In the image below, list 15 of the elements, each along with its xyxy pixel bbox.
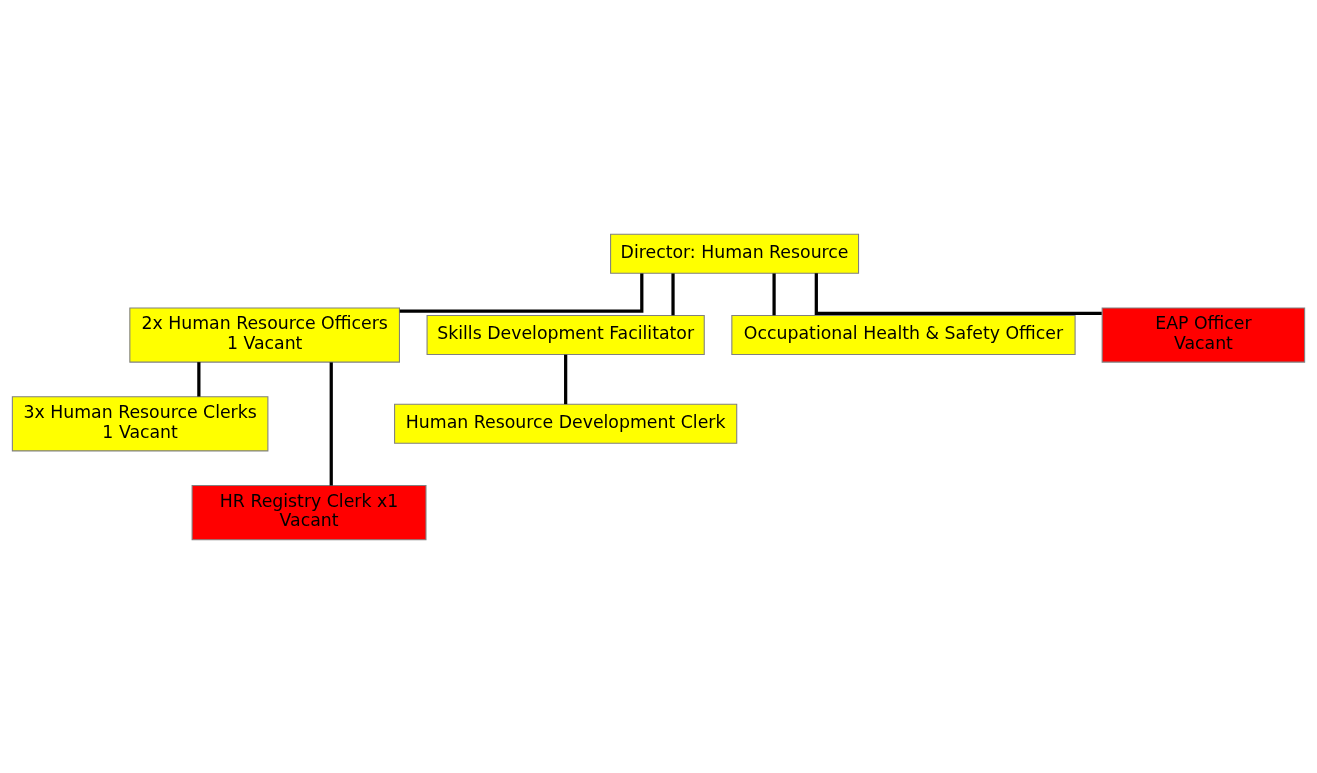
node-box: Skills Development Facilitator — [426, 314, 705, 355]
node-box: Human Resource Development Clerk — [394, 403, 738, 444]
connector — [772, 273, 776, 315]
connector — [671, 273, 675, 315]
connector — [399, 273, 644, 313]
node-box: Director: Human Resource — [610, 233, 860, 274]
connector — [564, 354, 568, 404]
connector — [329, 361, 333, 485]
connector — [814, 272, 1102, 315]
node-box: EAP Officer Vacant — [1101, 306, 1306, 363]
node-box: Occupational Health & Safety Officer — [731, 314, 1076, 355]
node-box: HR Registry Clerk x1 Vacant — [191, 484, 427, 540]
node-box: 2x Human Resource Officers 1 Vacant — [129, 306, 400, 363]
node-box: 3x Human Resource Clerks 1 Vacant — [11, 395, 269, 451]
connector — [197, 361, 201, 397]
